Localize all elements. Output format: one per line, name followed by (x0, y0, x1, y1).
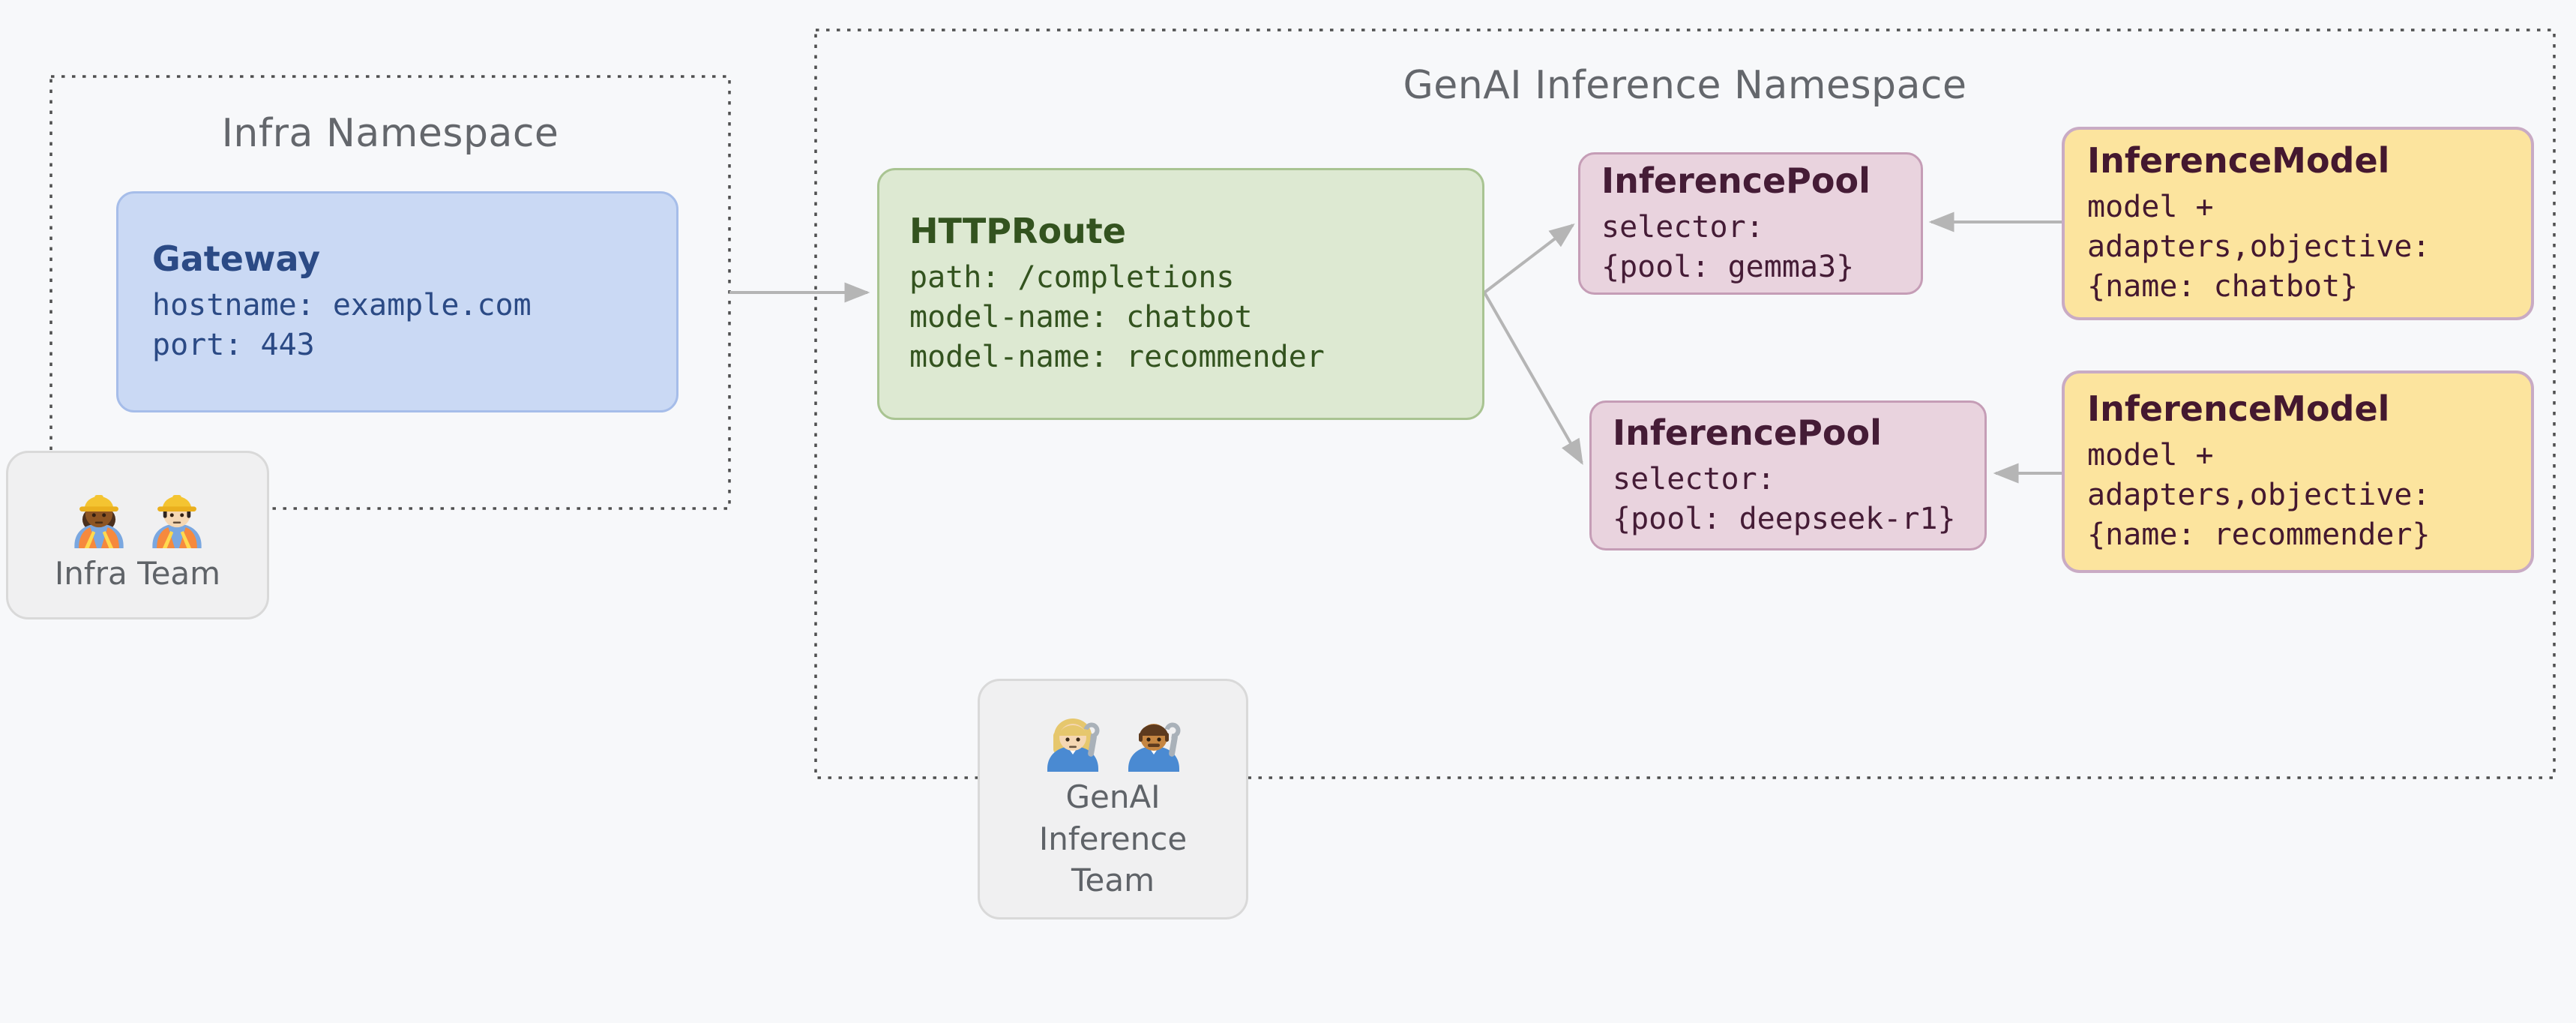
inference-pool-deepseek-title: InferencePool (1613, 412, 1882, 453)
inference-model-chatbot-line3: {name: chatbot} (2087, 268, 2359, 304)
edge-httproute-to-pool-deepseek (1483, 292, 1583, 465)
genai-team-emojis (1035, 697, 1191, 772)
inference-pool-deepseek-value: {pool: deepseek-r1} (1613, 501, 1956, 536)
inference-model-recommender-title: InferenceModel (2087, 388, 2390, 430)
inference-pool-deepseek-selector: selector: (1613, 461, 1775, 496)
man-mechanic-emoji (1128, 722, 1180, 772)
wrench-icon (1083, 722, 1099, 757)
genai-inference-team-label: GenAI Inference Team (1038, 778, 1188, 899)
inference-model-chatbot-line1: model + (2087, 190, 2214, 225)
inference-pool-deepseek-node: InferencePool selector: {pool: deepseek-… (1589, 400, 1987, 550)
wrench-icon (1164, 722, 1180, 757)
inference-model-chatbot-line2: adapters,objective: (2087, 230, 2431, 265)
infra-team-card: Infra Team (6, 451, 269, 620)
httproute-node: HTTPRoute path: /completions model-name:… (877, 168, 1484, 420)
inference-model-recommender-line1: model + (2087, 438, 2214, 473)
edge-httproute-to-pool-gemma3 (1483, 223, 1575, 294)
httproute-title: HTTPRoute (909, 211, 1126, 252)
inference-pool-gemma3-value: {pool: gemma3} (1601, 249, 1855, 284)
gateway-title: Gateway (152, 238, 321, 280)
infra-team-emojis (63, 476, 213, 548)
gateway-hostname: hostname: example.com (152, 288, 532, 323)
httproute-path: path: /completions (909, 260, 1235, 296)
httproute-model-chatbot: model-name: chatbot (909, 300, 1253, 335)
woman-construction-worker-emoji (73, 494, 124, 548)
inference-model-recommender-node: InferenceModel model + adapters,objectiv… (2062, 370, 2534, 573)
inference-pool-gemma3-selector: selector: (1601, 209, 1764, 244)
inference-model-recommender-line3: {name: recommender} (2087, 517, 2431, 552)
infra-namespace-title: Infra Namespace (221, 111, 559, 156)
gateway-node: Gateway hostname: example.com port: 443 (116, 191, 678, 412)
genai-inference-team-card: GenAI Inference Team (978, 679, 1248, 920)
genai-namespace-title: GenAI Inference Namespace (1403, 63, 1967, 108)
inference-model-recommender-line2: adapters,objective: (2087, 478, 2431, 513)
httproute-model-recommender: model-name: recommender (909, 339, 1325, 374)
infra-team-label: Infra Team (54, 554, 221, 592)
inference-model-chatbot-title: InferenceModel (2087, 140, 2390, 182)
woman-mechanic-emoji (1047, 718, 1099, 772)
inference-pool-gemma3-title: InferencePool (1601, 160, 1871, 201)
man-construction-worker-emoji (151, 494, 202, 548)
inference-pool-gemma3-node: InferencePool selector: {pool: gemma3} (1578, 152, 1923, 295)
gateway-port: port: 443 (152, 328, 315, 363)
inference-model-chatbot-node: InferenceModel model + adapters,objectiv… (2062, 127, 2534, 320)
